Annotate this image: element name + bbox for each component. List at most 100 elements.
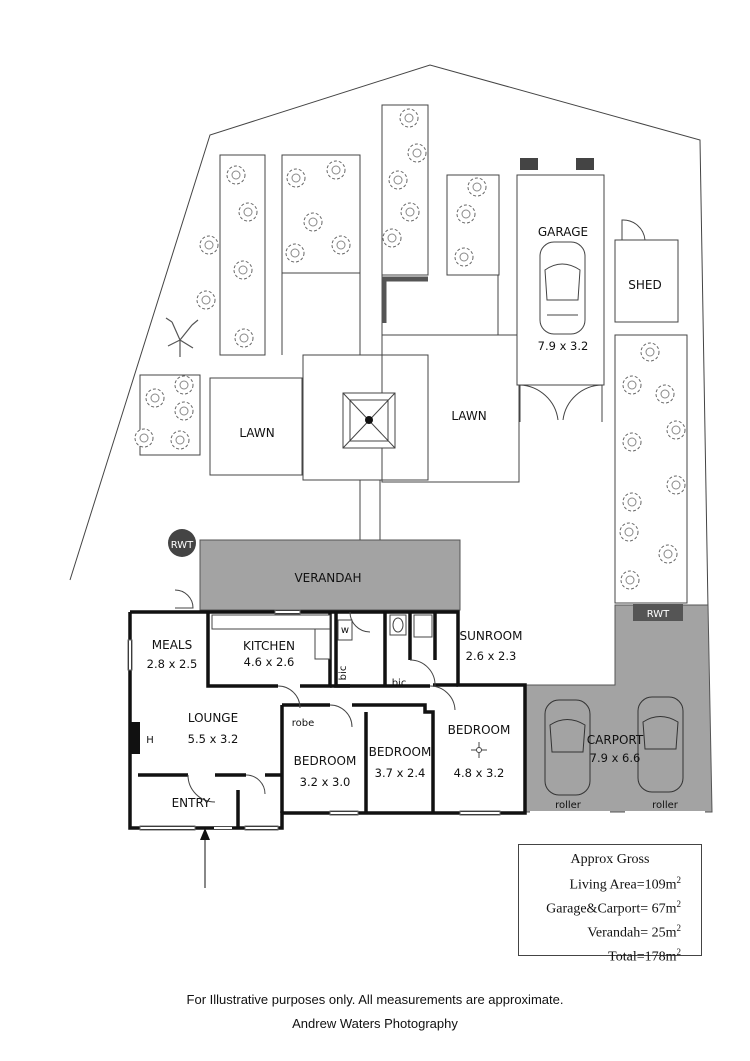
- tree-icon: [400, 202, 420, 222]
- verandah-label: VERANDAH: [294, 571, 361, 585]
- tree-icon: [134, 428, 154, 448]
- rwt-right-label: RWT: [647, 609, 670, 620]
- tree-icon: [174, 401, 194, 421]
- total-area-row: Total=178m2: [608, 946, 681, 965]
- tree-icon: [382, 228, 402, 248]
- living-area-value: 109m: [644, 877, 677, 893]
- disclaimer-text: For Illustrative purposes only. All meas…: [186, 992, 564, 1007]
- verandah-area-label: Verandah=: [587, 925, 652, 941]
- garden-beds: [139, 104, 688, 604]
- rwt-tank-right: [633, 604, 683, 621]
- tree-icon: [303, 212, 323, 232]
- tree-icon: [238, 202, 258, 222]
- lawn-left-label: LAWN: [239, 426, 274, 440]
- verandah-area-value: 25m: [651, 925, 677, 941]
- tree-icon: [640, 342, 660, 362]
- total-area-value: 178m: [644, 949, 677, 965]
- tree-icon: [622, 492, 642, 512]
- roller-label-1: roller: [555, 800, 582, 811]
- area-summary-box: Approx Gross Living Area=109m2 Garage&Ca…: [518, 844, 702, 965]
- tree-icon: [196, 290, 216, 310]
- garage-label: GARAGE: [538, 225, 588, 239]
- tree-icon: [226, 165, 246, 185]
- tree-icon: [467, 177, 487, 197]
- roller-label-2: roller: [652, 800, 679, 811]
- lounge-dim: 5.5 x 3.2: [188, 732, 239, 746]
- garage-carport-label: Garage&Carport=: [546, 901, 652, 917]
- entry-label: ENTRY: [172, 796, 211, 810]
- car-icon: [539, 241, 586, 335]
- tree-icon: [326, 160, 346, 180]
- windows: [129, 611, 500, 829]
- credit-text: Andrew Waters Photography: [292, 1016, 458, 1031]
- tree-icon: [666, 475, 686, 495]
- bic-label-1: bic: [338, 666, 349, 681]
- tree-icon: [655, 384, 675, 404]
- garage-dim: 7.9 x 3.2: [538, 339, 589, 353]
- tree-icons: [134, 108, 686, 590]
- carport-label: CARPORT: [587, 733, 644, 747]
- bedroom1-dim: 3.2 x 3.0: [300, 775, 351, 789]
- bedroom3-label: BEDROOM: [448, 723, 511, 737]
- entry-arrow-icon: [200, 828, 210, 888]
- low-wall: [381, 276, 428, 323]
- shed-structure: [614, 219, 679, 323]
- door-swings: [174, 589, 456, 803]
- tree-icon: [622, 432, 642, 452]
- tree-icon: [399, 108, 419, 128]
- tree-icon: [233, 260, 253, 280]
- tree-icon: [456, 204, 476, 224]
- living-area-row: Living Area=109m2: [569, 874, 681, 893]
- kitchen-dim: 4.6 x 2.6: [244, 655, 295, 669]
- bedroom2-dim: 3.7 x 2.4: [375, 766, 426, 780]
- garage-carport-value: 67m: [651, 901, 677, 917]
- shed-label: SHED: [628, 278, 661, 292]
- robe-label: robe: [292, 718, 315, 729]
- tree-icon: [286, 168, 306, 188]
- garage-carport-row: Garage&Carport= 67m2: [546, 898, 681, 917]
- rwt-tank-icon: [168, 529, 196, 557]
- gazebo-icon: [342, 392, 396, 449]
- carport-dim: 7.9 x 6.6: [590, 751, 641, 765]
- tree-icon: [331, 235, 351, 255]
- window-frames: [127, 609, 501, 831]
- tree-icon: [145, 388, 165, 408]
- carport-car-icons: [544, 696, 684, 796]
- bedroom3-dim: 4.8 x 3.2: [454, 766, 505, 780]
- tree-icon: [620, 570, 640, 590]
- tree-icon: [407, 143, 427, 163]
- tree-icon: [622, 375, 642, 395]
- bare-tree-icon: [165, 317, 199, 357]
- tree-icon: [199, 235, 219, 255]
- rwt-top-label: RWT: [171, 540, 194, 551]
- lounge-label: LOUNGE: [188, 711, 238, 725]
- tree-icon: [174, 375, 194, 395]
- verandah-area: [199, 539, 461, 611]
- washer-label: w: [341, 625, 349, 636]
- bedroom1-label: BEDROOM: [294, 754, 357, 768]
- ceiling-fan-icon: [471, 742, 487, 758]
- bedroom2-label: BEDROOM: [369, 745, 432, 759]
- sunroom-dim: 2.6 x 2.3: [466, 649, 517, 663]
- tree-icon: [666, 420, 686, 440]
- meals-label: MEALS: [152, 638, 192, 652]
- tree-icon: [619, 522, 639, 542]
- kitchen-fittings: [211, 614, 433, 660]
- living-area-label: Living Area=: [569, 877, 645, 893]
- tree-icon: [454, 247, 474, 267]
- meals-dim: 2.8 x 2.5: [147, 657, 198, 671]
- heater-icon: [130, 722, 140, 754]
- tree-icon: [234, 328, 254, 348]
- total-area-label: Total=: [608, 949, 645, 965]
- tree-icon: [170, 430, 190, 450]
- heater-label: H: [146, 735, 154, 746]
- property-boundary: [69, 64, 709, 609]
- area-summary-heading: Approx Gross: [570, 852, 650, 867]
- tree-icon: [285, 243, 305, 263]
- tree-icon: [388, 170, 408, 190]
- lawn-right-label: LAWN: [451, 409, 486, 423]
- tree-icon: [658, 544, 678, 564]
- sunroom-label: SUNROOM: [460, 629, 523, 643]
- bic-label-2: bic: [392, 678, 407, 689]
